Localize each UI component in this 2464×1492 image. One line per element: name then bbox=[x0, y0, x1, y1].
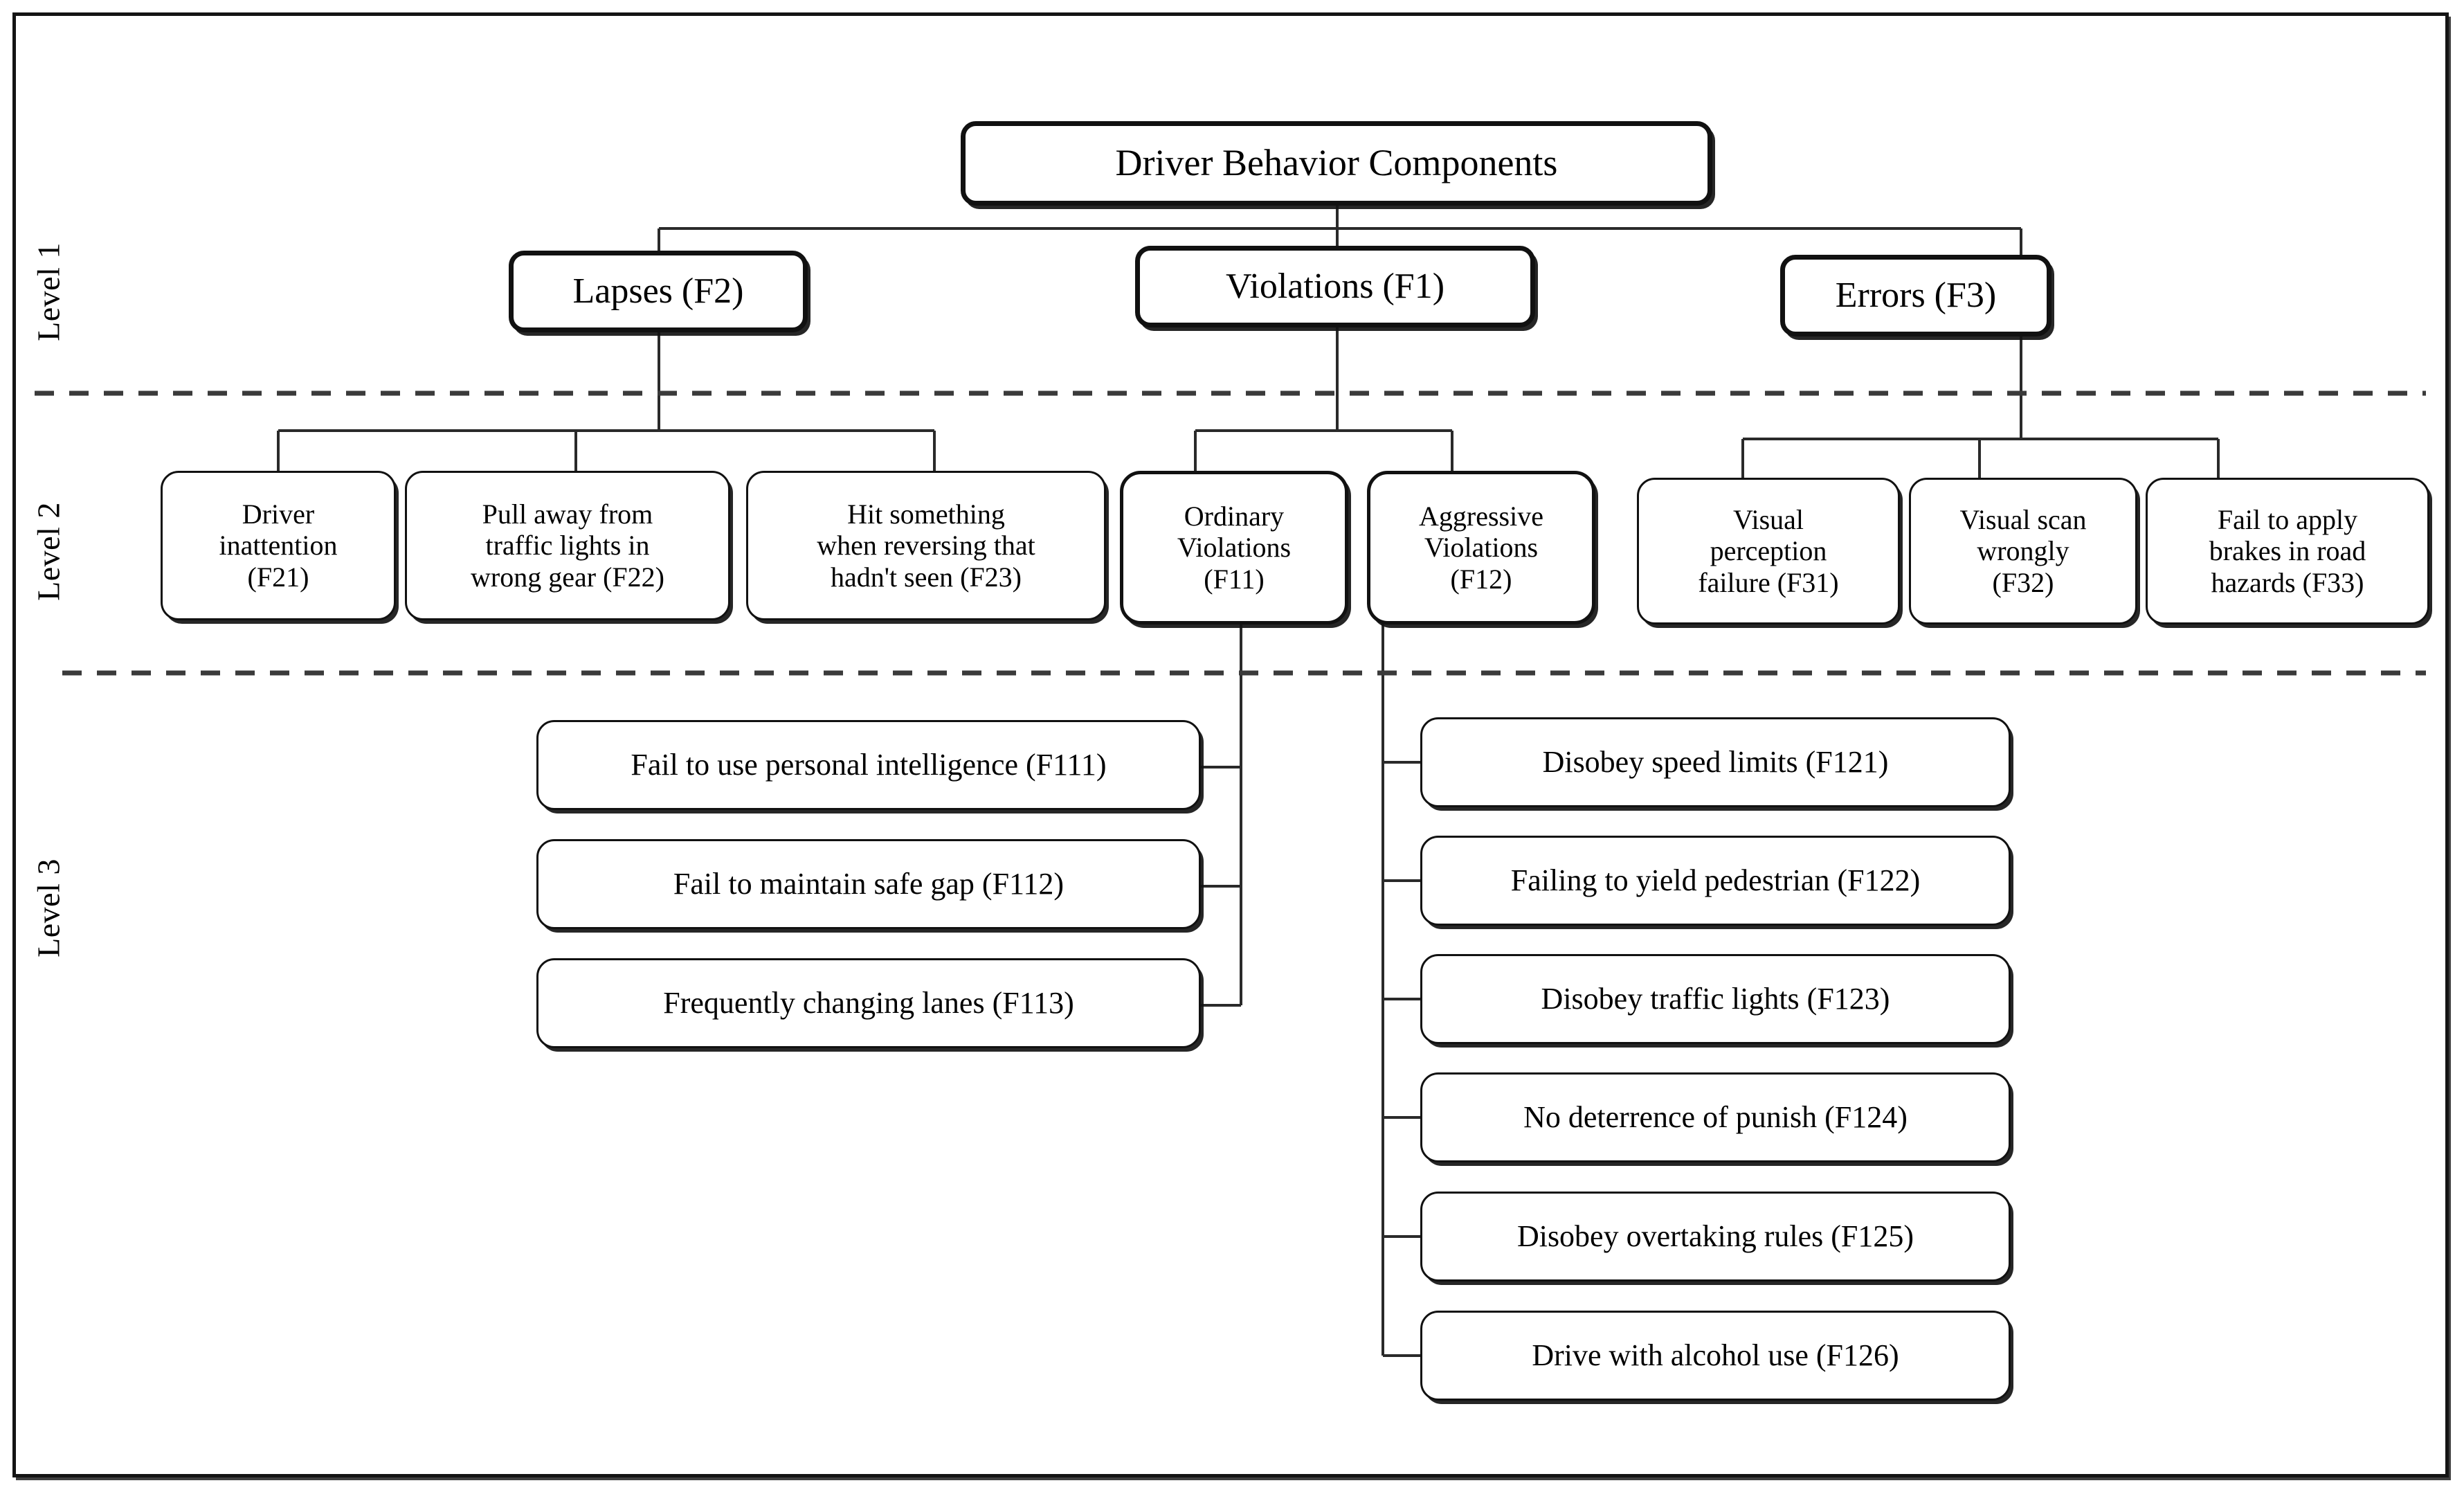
node-lapses-f2[interactable]: Lapses (F2) bbox=[509, 251, 808, 332]
level-1-label: Level 1 bbox=[30, 242, 66, 341]
node-violations-f1[interactable]: Violations (F1) bbox=[1135, 246, 1535, 327]
node-label: Fail to use personal intelligence (F111) bbox=[631, 747, 1107, 782]
node-label: Pull away from traffic lights in wrong g… bbox=[471, 498, 664, 593]
node-driver-inattention-f21[interactable]: Driver inattention (F21) bbox=[161, 471, 396, 620]
figure-outer-frame bbox=[12, 12, 2449, 1477]
node-frequently-changing-lanes-f113[interactable]: Frequently changing lanes (F113) bbox=[536, 958, 1201, 1048]
node-failing-yield-pedestrian-f122[interactable]: Failing to yield pedestrian (F122) bbox=[1420, 836, 2011, 926]
node-fail-maintain-safe-gap-f112[interactable]: Fail to maintain safe gap (F112) bbox=[536, 839, 1201, 929]
node-label: Driver Behavior Components bbox=[1115, 142, 1558, 184]
node-label: Hit something when reversing that hadn't… bbox=[817, 498, 1035, 593]
node-label: Disobey speed limits (F121) bbox=[1542, 744, 1889, 779]
node-label: Driver inattention (F21) bbox=[219, 498, 338, 593]
node-label: Errors (F3) bbox=[1835, 276, 1997, 316]
node-disobey-overtaking-rules-f125[interactable]: Disobey overtaking rules (F125) bbox=[1420, 1192, 2011, 1282]
node-label: Violations (F1) bbox=[1225, 267, 1445, 307]
node-label: Drive with alcohol use (F126) bbox=[1532, 1338, 1899, 1372]
node-label: Visual perception failure (F31) bbox=[1698, 503, 1839, 598]
node-fail-apply-brakes-f33[interactable]: Fail to apply brakes in road hazards (F3… bbox=[2146, 478, 2429, 624]
node-label: Disobey overtaking rules (F125) bbox=[1516, 1219, 1914, 1253]
node-pull-away-traffic-lights-f22[interactable]: Pull away from traffic lights in wrong g… bbox=[405, 471, 730, 620]
node-errors-f3[interactable]: Errors (F3) bbox=[1780, 255, 2051, 336]
node-label: Lapses (F2) bbox=[572, 271, 744, 312]
node-label: Disobey traffic lights (F123) bbox=[1541, 981, 1890, 1016]
node-no-deterrence-punish-f124[interactable]: No deterrence of punish (F124) bbox=[1420, 1072, 2011, 1162]
node-label: Frequently changing lanes (F113) bbox=[663, 985, 1074, 1020]
node-drive-with-alcohol-use-f126[interactable]: Drive with alcohol use (F126) bbox=[1420, 1311, 2011, 1401]
node-visual-scan-wrongly-f32[interactable]: Visual scan wrongly (F32) bbox=[1909, 478, 2137, 624]
node-label: Ordinary Violations (F11) bbox=[1177, 500, 1292, 595]
node-fail-use-personal-intelligence-f111[interactable]: Fail to use personal intelligence (F111) bbox=[536, 720, 1201, 810]
node-label: Failing to yield pedestrian (F122) bbox=[1510, 863, 1921, 897]
node-visual-perception-failure-f31[interactable]: Visual perception failure (F31) bbox=[1637, 478, 1900, 624]
node-label: Fail to maintain safe gap (F112) bbox=[673, 866, 1065, 901]
node-label: No deterrence of punish (F124) bbox=[1523, 1099, 1908, 1134]
level-2-label: Level 2 bbox=[30, 502, 66, 601]
node-ordinary-violations-f11[interactable]: Ordinary Violations (F11) bbox=[1120, 471, 1348, 624]
node-aggressive-violations-f12[interactable]: Aggressive Violations (F12) bbox=[1367, 471, 1595, 624]
level-3-label: Level 3 bbox=[30, 859, 66, 958]
node-disobey-traffic-lights-f123[interactable]: Disobey traffic lights (F123) bbox=[1420, 954, 2011, 1044]
node-hit-something-reversing-f23[interactable]: Hit something when reversing that hadn't… bbox=[746, 471, 1106, 620]
node-label: Fail to apply brakes in road hazards (F3… bbox=[2209, 503, 2366, 598]
node-driver-behavior-components[interactable]: Driver Behavior Components bbox=[961, 121, 1712, 206]
node-disobey-speed-limits-f121[interactable]: Disobey speed limits (F121) bbox=[1420, 717, 2011, 807]
node-label: Visual scan wrongly (F32) bbox=[1959, 503, 2087, 598]
node-label: Aggressive Violations (F12) bbox=[1419, 500, 1543, 595]
